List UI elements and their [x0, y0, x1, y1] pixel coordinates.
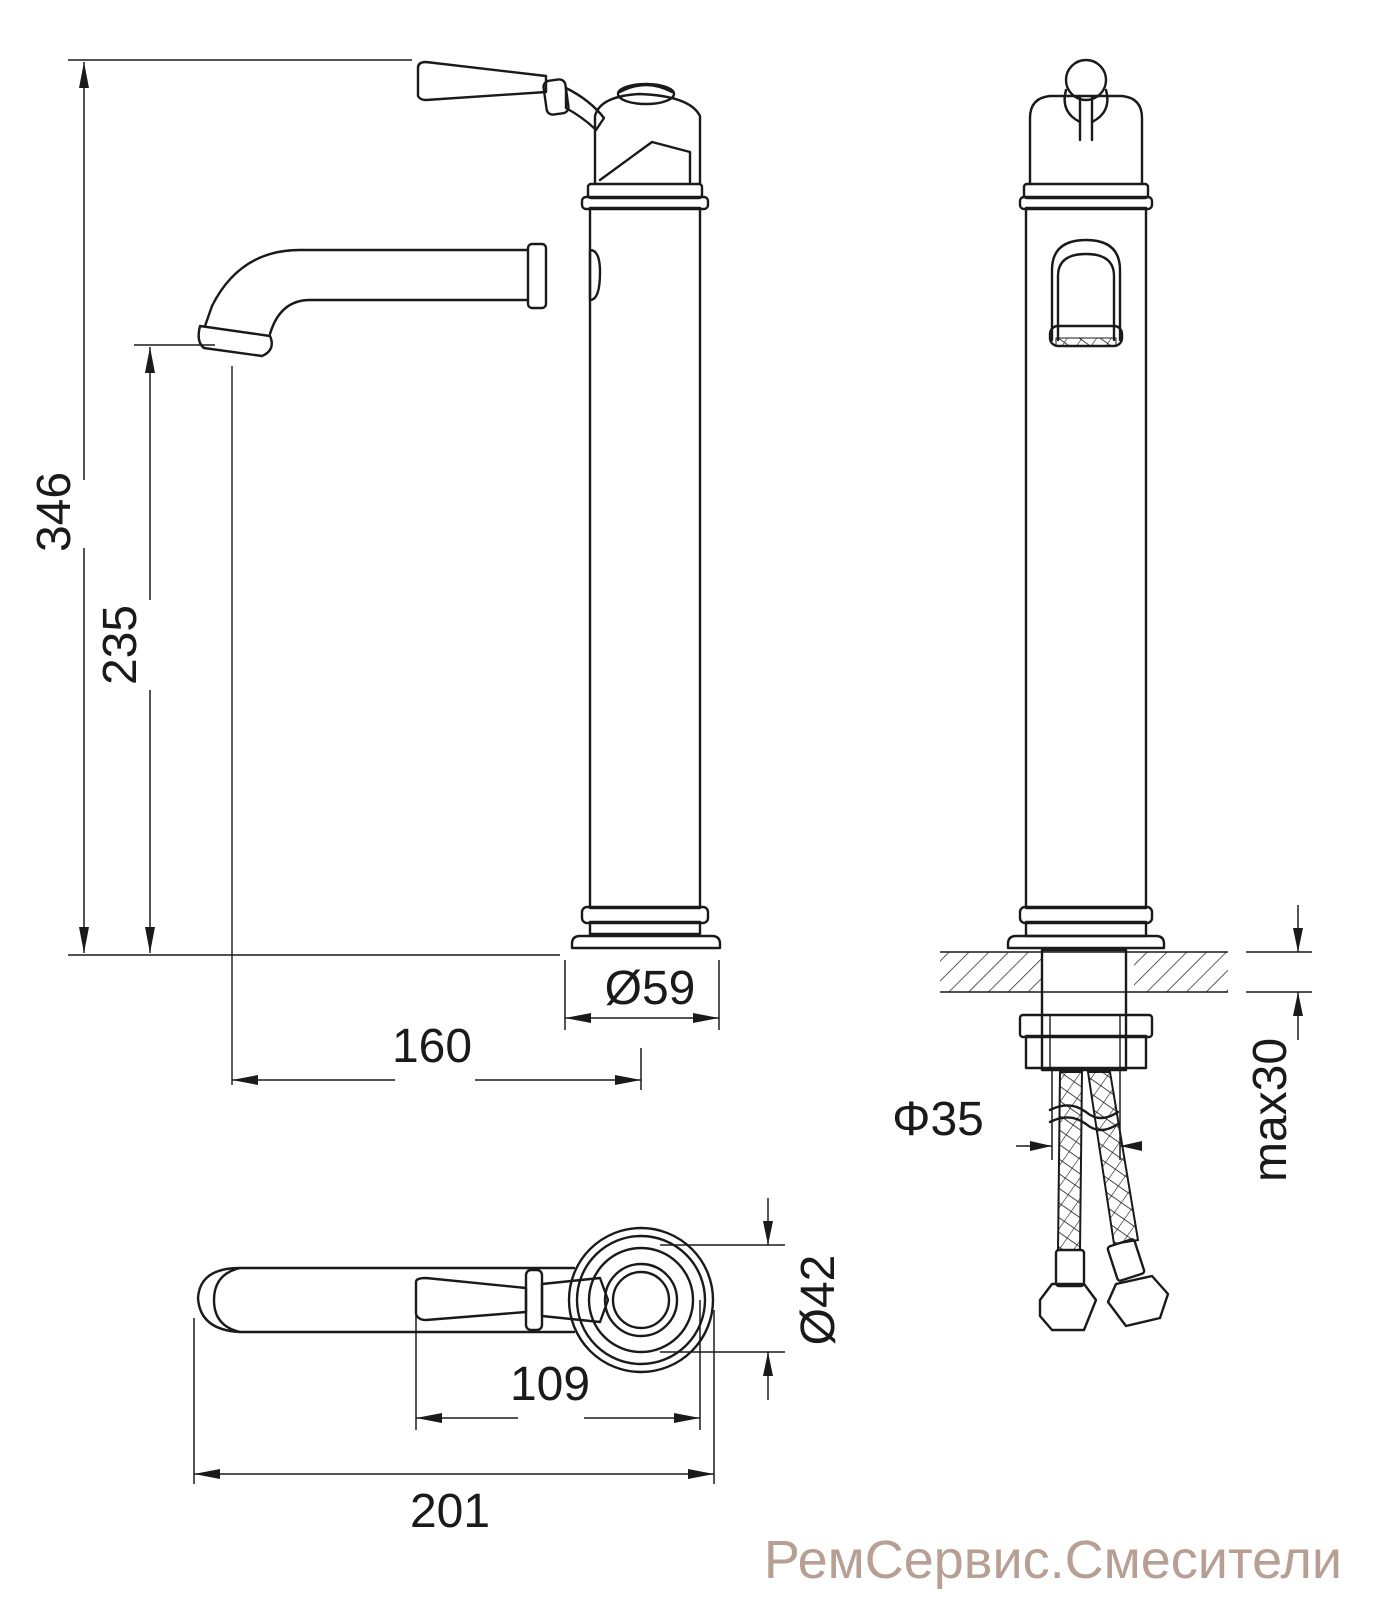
- front-view: [197, 60, 722, 1085]
- label-35: Φ35: [892, 1093, 984, 1146]
- label-max30: max30: [1244, 1038, 1297, 1182]
- dimension-42: Ø42: [660, 1198, 845, 1400]
- label-160: 160: [392, 1020, 472, 1073]
- dimension-235: 235: [94, 344, 215, 953]
- side-view: [940, 58, 1228, 1332]
- dimension-59: Ø59: [564, 960, 720, 1030]
- label-59: Ø59: [605, 962, 696, 1015]
- dimension-160: 160: [232, 1020, 642, 1090]
- label-42: Ø42: [792, 1255, 845, 1346]
- label-346: 346: [28, 472, 81, 552]
- dimension-109: 109: [415, 1290, 701, 1430]
- top-view: [196, 1226, 715, 1374]
- watermark-text: РемСервис.Смесители: [764, 1530, 1342, 1590]
- label-235: 235: [94, 605, 147, 685]
- label-201: 201: [410, 1485, 490, 1538]
- dimension-max30: max30: [1244, 905, 1312, 1182]
- label-109: 109: [510, 1358, 590, 1411]
- dimension-201: 201: [193, 1310, 715, 1538]
- dimension-346: 346: [28, 59, 560, 956]
- dimension-35: Φ35: [892, 1070, 1142, 1160]
